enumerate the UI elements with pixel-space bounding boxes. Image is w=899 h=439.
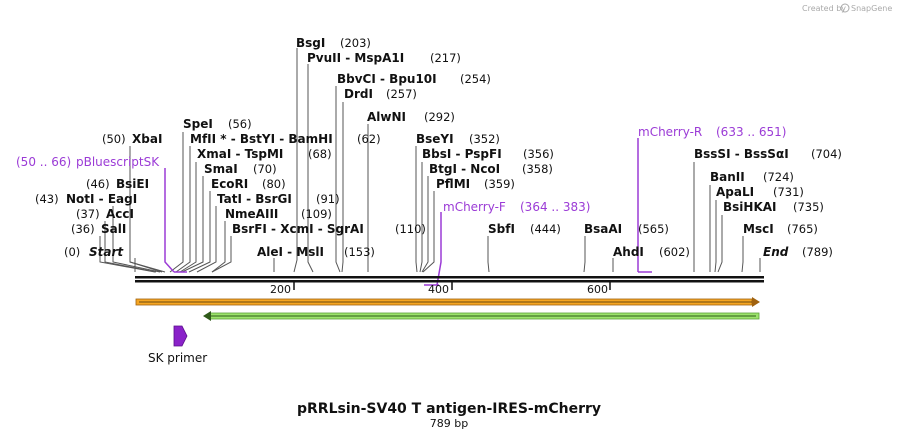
site-pos: (359) — [484, 177, 515, 191]
feature-green — [203, 311, 760, 321]
site-pos: (68) — [308, 147, 332, 161]
site-pos: (731) — [773, 185, 804, 199]
site-name: BsgI — [296, 36, 325, 50]
site-pos: (257) — [386, 87, 417, 101]
site-name: BanII — [710, 170, 745, 184]
site-pos: (36) — [71, 222, 95, 236]
site-name: NotI - EagI — [66, 192, 137, 206]
map-title-block: pRRLsin-SV40 T antigen-IRES-mCherry 789 … — [297, 401, 601, 430]
map-length: 789 bp — [430, 417, 468, 430]
site-pos: (292) — [424, 110, 455, 124]
site-pos: (46) — [86, 177, 110, 191]
site-name: AccI — [106, 207, 134, 221]
feature-label: SK primer — [148, 351, 207, 365]
site-name: BsaAI — [584, 222, 622, 236]
site-name: AleI - MslI — [257, 245, 324, 259]
site-name: NmeAIII — [225, 207, 278, 221]
site-name: BssSI - BssSαI — [694, 147, 789, 161]
site-pos: (109) — [301, 207, 332, 221]
site-name: BsiHKAI — [723, 200, 777, 214]
snapgene-logo-icon — [840, 3, 850, 13]
site-pos: (37) — [76, 207, 100, 221]
site-name: PflMI — [436, 177, 470, 191]
site-pos: (153) — [344, 245, 375, 259]
end-label: End — [763, 245, 789, 259]
site-pos: (43) — [35, 192, 59, 206]
site-pos: (203) — [340, 36, 371, 50]
primer-labels: (50 .. 66) pBluescriptSK mCherry-F (364 … — [16, 125, 786, 214]
start-marker: (0) Start — [64, 245, 124, 259]
site-name: EcoRI — [211, 177, 248, 191]
tick-label: 200 — [270, 283, 291, 296]
site-name: SpeI — [183, 117, 213, 131]
end-marker: End (789) — [763, 245, 833, 259]
primer-pos: (50 .. 66) — [16, 155, 71, 169]
site-pos: (765) — [787, 222, 818, 236]
ruler-ticks: 200 400 600 — [270, 283, 608, 296]
site-name: BsrFI - XcmI - SgrAI — [232, 222, 364, 236]
site-pos: (602) — [659, 245, 690, 259]
site-pos: (91) — [316, 192, 340, 206]
start-label: Start — [89, 245, 124, 259]
site-pos: (110) — [395, 222, 426, 236]
restriction-sites: BsgI (203) PvuII - MspA1I (217) BbvCI - … — [35, 36, 842, 259]
site-name: BbvCI - Bpu10I — [337, 72, 437, 86]
site-name: MfII * - BstYI - BamHI — [190, 132, 333, 146]
site-name: MscI — [743, 222, 774, 236]
tick-label: 600 — [587, 283, 608, 296]
site-name: SalI — [101, 222, 126, 236]
site-pos: (352) — [469, 132, 500, 146]
primer-name: pBluescriptSK — [76, 155, 160, 169]
site-pos: (724) — [763, 170, 794, 184]
site-pos: (358) — [522, 162, 553, 176]
site-pos: (56) — [228, 117, 252, 131]
primer-pos: (633 .. 651) — [716, 125, 786, 139]
primer-name: mCherry-F — [443, 200, 506, 214]
start-pos: (0) — [64, 245, 80, 259]
site-pos: (444) — [530, 222, 561, 236]
site-pos: (356) — [523, 147, 554, 161]
site-pos: (254) — [460, 72, 491, 86]
sequence-backbone — [135, 276, 764, 290]
site-name: BtgI - NcoI — [429, 162, 500, 176]
site-name: XbaI — [132, 132, 162, 146]
site-name: PvuII - MspA1I — [307, 51, 404, 65]
site-pos: (217) — [430, 51, 461, 65]
map-title: pRRLsin-SV40 T antigen-IRES-mCherry — [297, 401, 601, 417]
feature-orange — [135, 297, 760, 307]
site-name: XmaI - TspMI — [197, 147, 283, 161]
primer-pos: (364 .. 383) — [520, 200, 590, 214]
site-pos: (50) — [102, 132, 126, 146]
primer-name: mCherry-R — [638, 125, 702, 139]
site-name: BsiEI — [116, 177, 149, 191]
site-pos: (735) — [793, 200, 824, 214]
end-pos: (789) — [802, 245, 833, 259]
site-name: SmaI — [204, 162, 238, 176]
site-name: SbfI — [488, 222, 515, 236]
tick-label: 400 — [428, 283, 449, 296]
site-pos: (62) — [357, 132, 381, 146]
site-name: ApaLI — [716, 185, 754, 199]
credit-brand: SnapGene — [851, 4, 892, 13]
sk-primer-feature: SK primer — [148, 325, 207, 365]
site-name: AlwNI — [367, 110, 406, 124]
site-pos: (70) — [253, 162, 277, 176]
site-name: BseYI — [416, 132, 454, 146]
site-name: TatI - BsrGI — [217, 192, 292, 206]
site-pos: (704) — [811, 147, 842, 161]
snapgene-credit: Created by SnapGene — [802, 3, 892, 13]
site-name: AhdI — [613, 245, 644, 259]
site-pos: (565) — [638, 222, 669, 236]
credit-created-by: Created by — [802, 4, 846, 13]
site-pos: (80) — [262, 177, 286, 191]
site-name: BbsI - PspFI — [422, 147, 502, 161]
site-name: DrdI — [344, 87, 373, 101]
site-connectors — [99, 48, 761, 273]
